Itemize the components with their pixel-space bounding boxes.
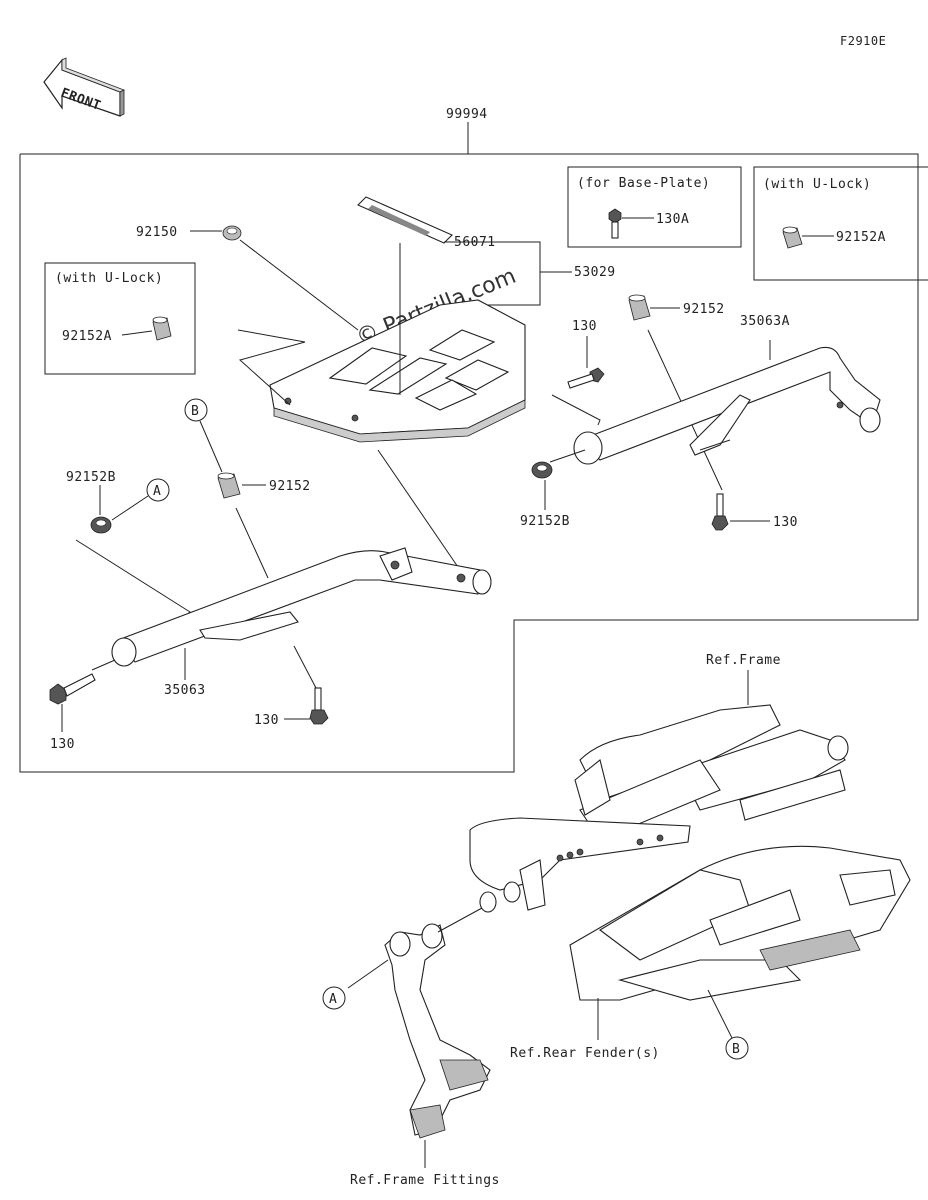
bracket-35063 <box>111 547 492 667</box>
base-plate-box-title: (for Base-Plate) <box>577 176 710 191</box>
bracket-35063A <box>573 346 881 465</box>
ulock-box-right-title: (with U-Lock) <box>763 177 871 192</box>
callout-35063: 35063 <box>164 683 206 698</box>
callout-92152-top: 92152 <box>683 302 725 317</box>
kit-outline <box>19 153 919 773</box>
bolt-130-right-icon <box>711 493 729 531</box>
leader-92152A-left <box>121 330 153 336</box>
axis-92152B-left <box>75 539 191 621</box>
collar-92152-top-icon <box>628 294 651 321</box>
axis-92152B-right <box>549 449 586 463</box>
marker-b-bottom <box>725 1036 749 1060</box>
ulock-box-left <box>44 262 196 375</box>
marker-a-bottom-text: A <box>329 992 337 1007</box>
callout-92152-mid: 92152 <box>269 479 311 494</box>
leader-marker-b-top <box>199 420 223 473</box>
leader-marker-a-left <box>111 495 149 521</box>
axis-130-left <box>91 659 116 671</box>
bolt-92150-icon <box>222 225 242 241</box>
ulock-box-right <box>753 166 928 281</box>
axis-92150 <box>239 239 359 331</box>
callout-56071: 56071 <box>454 235 496 250</box>
rear-fender-assembly <box>569 845 911 1001</box>
axis-92152-mid <box>235 507 269 579</box>
bolt-130-top-icon <box>567 367 605 389</box>
collar-92152B-right-icon <box>531 461 553 479</box>
callout-130-bottom: 130 <box>254 713 279 728</box>
collar-92152B-left-icon <box>90 516 112 534</box>
axis-rack-to-bracket <box>377 449 461 571</box>
marker-a-bottom <box>322 986 346 1010</box>
callout-35063A: 35063A <box>740 314 790 329</box>
diagram-code: F2910E <box>840 34 886 48</box>
rack-plate-53029 <box>269 299 526 443</box>
label-56071-icon <box>357 196 453 244</box>
frame-assembly <box>469 704 849 913</box>
collar-92152A-right-icon <box>782 226 803 249</box>
kit-number: 99994 <box>446 107 488 122</box>
axis-frame-fittings <box>437 907 483 933</box>
bolt-130A-icon <box>608 208 622 239</box>
collar-92152-mid-icon <box>217 472 241 499</box>
ref-frame-label: Ref.Frame <box>706 653 781 668</box>
leader-marker-b-bottom <box>707 989 733 1039</box>
callout-92152A-left: 92152A <box>62 329 112 344</box>
front-arrow-icon: FRONT <box>43 57 125 117</box>
bolt-130-left-icon <box>49 673 96 705</box>
callout-92152A-right: 92152A <box>836 230 886 245</box>
callout-130-right: 130 <box>773 515 798 530</box>
marker-b-top-text: B <box>191 404 199 419</box>
marker-b-top <box>184 398 208 422</box>
callout-92152B-right: 92152B <box>520 514 570 529</box>
marker-a-left-text: A <box>153 484 161 499</box>
callout-92152B-left: 92152B <box>66 470 116 485</box>
axis-130-top <box>551 394 601 426</box>
callout-130-top: 130 <box>572 319 597 334</box>
axis-130-bottom <box>293 645 317 689</box>
callout-130A: 130A <box>656 212 689 227</box>
callout-53029: 53029 <box>574 265 616 280</box>
marker-a-left <box>146 478 170 502</box>
frame-fittings <box>384 923 491 1139</box>
callout-130-left: 130 <box>50 737 75 752</box>
ref-frame-fittings-label: Ref.Frame Fittings <box>350 1173 500 1188</box>
ulock-box-left-title: (with U-Lock) <box>55 271 163 286</box>
marker-b-bottom-text: B <box>732 1042 740 1057</box>
leader-rack-bolts <box>237 329 306 406</box>
ref-fender-label: Ref.Rear Fender(s) <box>510 1046 660 1061</box>
base-plate-box <box>567 166 742 248</box>
callout-92150: 92150 <box>136 225 178 240</box>
leader-56071 <box>444 241 541 306</box>
leader-marker-a-bottom <box>347 959 389 989</box>
collar-92152A-left-icon <box>152 316 172 341</box>
bolt-130-bottom-icon <box>309 687 329 725</box>
